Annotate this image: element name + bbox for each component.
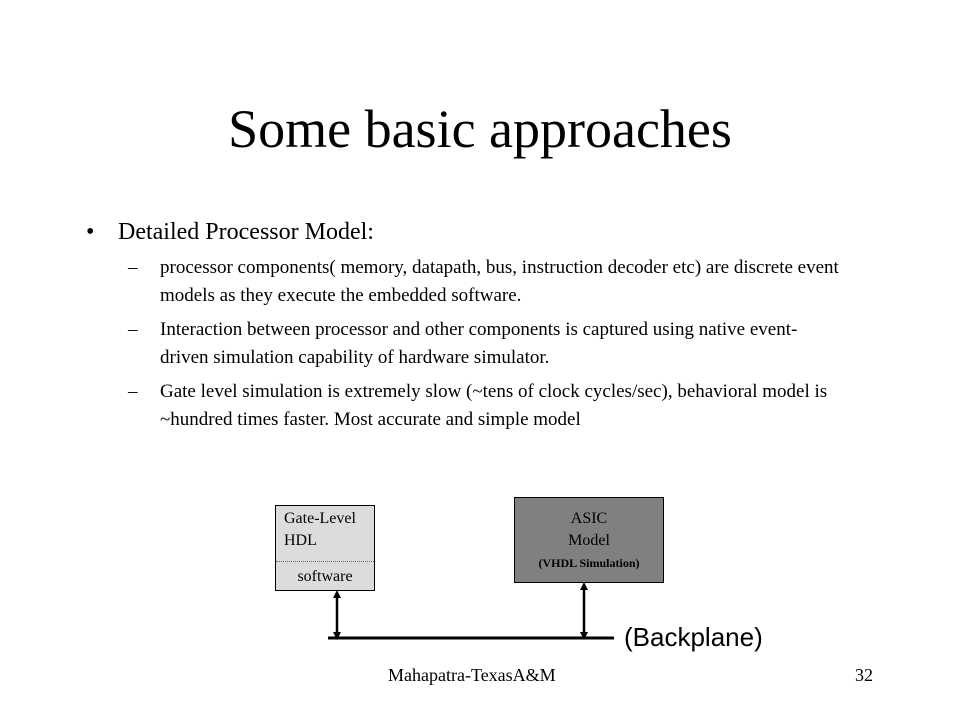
sub-text: Interaction between processor and other … <box>160 319 798 368</box>
gate-level-box: Gate-Level HDL software <box>275 505 375 591</box>
slide-title: Some basic approaches <box>228 99 732 159</box>
asic-line3: (VHDL Simulation) <box>538 556 640 570</box>
software-label: software <box>297 568 353 585</box>
sub-marker: – <box>128 319 138 340</box>
asic-line1: ASIC <box>570 510 608 527</box>
page-number: 32 <box>855 665 873 685</box>
gate-level-top: Gate-Level HDL <box>276 506 374 562</box>
asic-line2: Model <box>568 532 610 549</box>
bullet-marker: • <box>86 219 95 245</box>
sub-text: Gate level simulation is extremely slow … <box>160 381 828 430</box>
asic-model-box: ASIC Model (VHDL Simulation) <box>514 497 664 583</box>
gate-line2: HDL <box>284 532 317 549</box>
sub-text: processor components( memory, datapath, … <box>160 257 839 306</box>
gate-line1: Gate-Level <box>284 510 356 527</box>
sub-marker: – <box>128 381 138 402</box>
footer-text: Mahapatra-TexasA&M <box>388 665 556 685</box>
bullet-text: Detailed Processor Model: <box>118 219 374 245</box>
sub-marker: – <box>128 257 138 278</box>
backplane-label: (Backplane) <box>624 622 763 652</box>
